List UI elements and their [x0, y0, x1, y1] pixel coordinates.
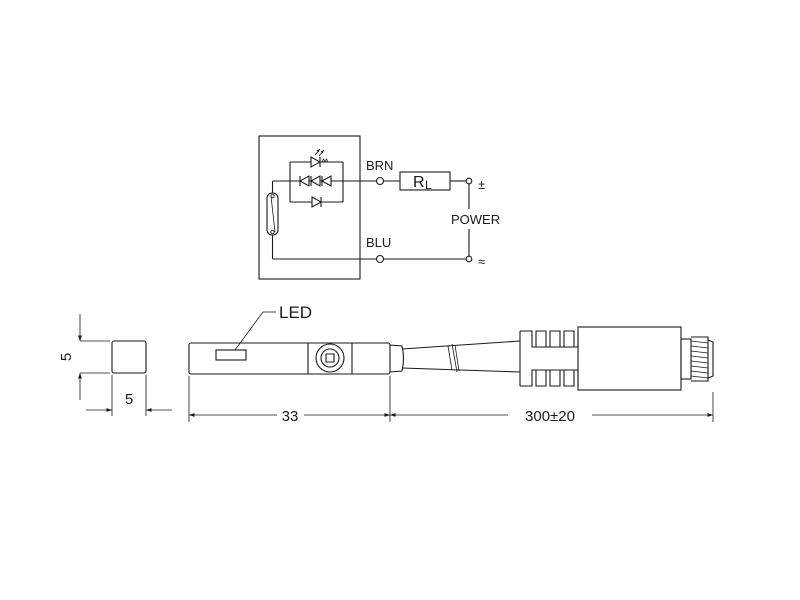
end-view-square: [111, 340, 147, 374]
brown-wire-label: BRN: [366, 158, 393, 173]
reed-switch-icon: [266, 180, 290, 259]
cable-bottom: [401, 367, 521, 373]
cable-length-dimension: 300±20: [525, 408, 575, 425]
connector-body: [577, 326, 682, 391]
power-terminal-top-symbol: ±: [478, 177, 485, 192]
set-screw-icon: [307, 343, 353, 374]
load-resistor-subscript: L: [425, 178, 432, 192]
sensor-enclosure: [258, 135, 361, 280]
cable-top: [401, 340, 521, 350]
led-label: LED: [279, 303, 312, 322]
power-terminal-bottom-symbol: ≈: [478, 254, 485, 269]
connector-grip: [519, 330, 579, 387]
blue-terminal: [375, 254, 385, 264]
diode-network: [289, 148, 344, 208]
power-terminal-top: [465, 177, 473, 185]
sensor-side-view: LED: [188, 303, 714, 425]
strain-relief: [389, 344, 405, 373]
led-diode-icon: [310, 148, 329, 168]
end-view-height-dimension: 5: [58, 353, 75, 361]
sensor-body: [188, 342, 391, 375]
body-length-dimension: 33: [282, 408, 299, 425]
end-view-width-dimension: 5: [125, 391, 133, 408]
brown-terminal: [375, 176, 385, 186]
load-resistor-label: R: [413, 174, 425, 191]
blue-wire-label: BLU: [366, 235, 391, 250]
wiring-diagram: BRN R L ± ≈ BLU POWER: [258, 135, 500, 280]
power-terminal-bottom: [465, 255, 473, 263]
led-window: [215, 349, 247, 361]
connector-thread: [680, 336, 714, 382]
power-label: POWER: [451, 212, 500, 227]
end-view: 5 5: [58, 314, 172, 416]
triple-diode-icon: [298, 175, 332, 187]
diode-icon: [311, 196, 323, 208]
